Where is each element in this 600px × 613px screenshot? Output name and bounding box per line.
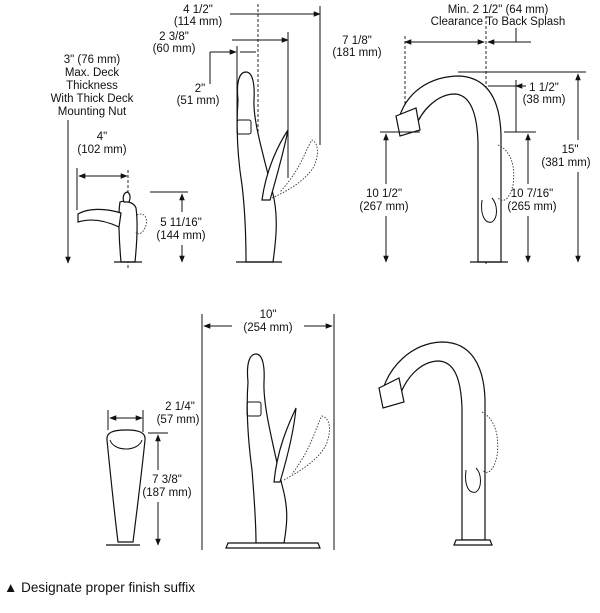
view-bottom-side: 10" (254 mm) <box>201 309 335 550</box>
width-214-label: 2 1/4" <box>165 401 195 413</box>
width-2in-label: 2" <box>195 83 205 95</box>
reach-718-mm: (181 mm) <box>332 47 381 59</box>
bottom-front-lever <box>465 467 481 493</box>
front-spray-head <box>395 107 421 137</box>
reach-718-label: 7 1/8" <box>342 35 372 47</box>
width-238-label: 2 3/8" <box>159 31 189 43</box>
view-bottom-small: 2 1/4" (57 mm) 7 3/8" (187 mm) <box>106 401 200 546</box>
width-238-mm: (60 mm) <box>153 43 196 55</box>
width-412-mm: (114 mm) <box>174 16 223 28</box>
height-1012-label: 10 1/2" <box>366 188 402 200</box>
bottom-front-lever-alt <box>481 411 499 473</box>
width-4in-label: 4" <box>97 131 107 143</box>
bottom-small-rim <box>109 439 143 450</box>
height-738-label: 7 3/8" <box>152 474 182 486</box>
deck-thickness-line3: Thickness <box>66 80 118 92</box>
bottom-side-lever-alt <box>283 415 330 481</box>
view-side-small: 3" (76 mm) Max. Deck Thickness With Thic… <box>51 54 206 268</box>
width-412-label: 4 1/2" <box>183 4 213 16</box>
small-faucet-body <box>118 200 138 263</box>
bottom-small-body <box>106 429 146 543</box>
deck-thickness-line2: Max. Deck <box>65 67 120 79</box>
view-bottom-front <box>378 341 499 546</box>
width-2in-mm: (51 mm) <box>177 95 220 107</box>
height-1012-mm: (267 mm) <box>359 201 408 213</box>
front-lever-alt-position <box>497 144 515 201</box>
clearance-line1: Min. 2 1/2" (64 mm) <box>448 4 549 16</box>
large-faucet-lever <box>261 129 289 201</box>
bottom-side-lever <box>273 407 297 483</box>
reach-112-mm: (38 mm) <box>523 94 566 106</box>
height-15-mm: (381 mm) <box>541 157 590 169</box>
height-10716-mm: (265 mm) <box>507 201 556 213</box>
large-lever-alt-position <box>271 139 318 199</box>
bottom-front-base <box>453 539 493 546</box>
height-10716-label: 10 7/16" <box>511 188 553 200</box>
reach-112-label: 1 1/2" <box>529 82 559 94</box>
small-faucet-spout <box>77 208 122 228</box>
triangle-icon: ▲ <box>4 580 18 595</box>
height-5in-label: 5 11/16" <box>160 217 202 229</box>
view-front: Min. 2 1/2" (64 mm) Clearance To Back Sp… <box>332 4 591 264</box>
width-214-mm: (57 mm) <box>157 414 200 426</box>
deck-thickness-line4: With Thick Deck <box>51 93 134 105</box>
height-738-mm: (187 mm) <box>142 487 191 499</box>
bottom-side-body <box>246 353 288 544</box>
width-4in-mm: (102 mm) <box>77 144 126 156</box>
bottom-front-spout <box>380 341 486 541</box>
small-faucet-handle <box>122 191 131 203</box>
finish-suffix-note: ▲ Designate proper finish suffix <box>4 580 596 595</box>
deck-thickness-line1: 3" (76 mm) <box>64 54 121 66</box>
height-15-label: 15" <box>562 144 579 156</box>
bottom-front-spray-head <box>378 377 405 409</box>
width-10-mm: (254 mm) <box>243 322 292 334</box>
front-lever <box>481 197 497 223</box>
bottom-side-escutcheon <box>225 542 321 549</box>
deck-thickness-line5: Mounting Nut <box>58 106 127 118</box>
width-10-label: 10" <box>260 309 277 321</box>
clearance-line2: Clearance To Back Splash <box>431 16 566 28</box>
bottom-side-aerator <box>246 401 262 417</box>
view-side-large: 4 1/2" (114 mm) 2 3/8" (60 mm) 2" (51 mm… <box>153 4 321 263</box>
large-aerator-marker <box>236 119 252 135</box>
height-5in-mm: (144 mm) <box>156 230 205 242</box>
finish-suffix-text: Designate proper finish suffix <box>21 580 195 595</box>
front-spout-arc <box>397 75 502 263</box>
